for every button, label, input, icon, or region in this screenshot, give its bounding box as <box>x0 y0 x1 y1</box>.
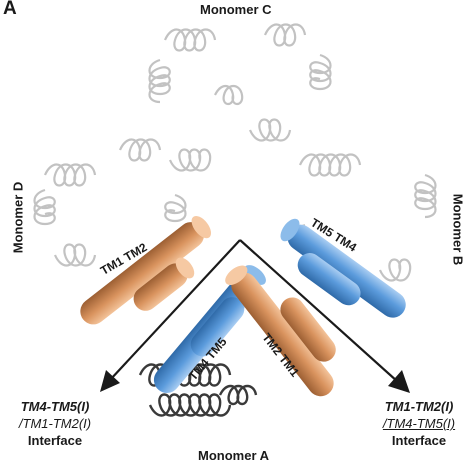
monomer-a-label: Monomer A <box>198 448 270 463</box>
monomer-d-coils <box>33 138 187 267</box>
left-interface-label: TM4-TM5(I) /TM1-TM2(I) Interface <box>0 398 110 449</box>
left-interface-line3: Interface <box>27 433 83 448</box>
left-arrowhead <box>100 370 120 392</box>
monomer-d-helices <box>80 215 212 325</box>
right-interface-label: TM1-TM2(I) /TM4-TM5(I) Interface <box>364 398 474 449</box>
left-arrow-line <box>109 239 241 381</box>
left-interface-line2: /TM1-TM2(I) <box>18 416 92 431</box>
panel-label: A <box>3 0 17 19</box>
right-arrow-line <box>239 239 399 383</box>
right-interface-line3: Interface <box>391 433 447 448</box>
right-arrowhead <box>388 370 410 393</box>
interface-arrows <box>109 239 399 383</box>
monomer-a-coils <box>138 363 258 417</box>
monomer-c-coils <box>148 23 332 172</box>
monomer-a-orange-helices <box>225 265 336 397</box>
left-interface-line1: TM4-TM5(I) <box>20 399 90 414</box>
right-interface-line2: /TM4-TM5(I) <box>382 416 456 431</box>
monomer-a-blue-helices <box>153 265 266 393</box>
monomer-c-label: Monomer C <box>200 2 272 17</box>
monomer-d-label: Monomer D <box>10 181 26 254</box>
monomer-b-helices <box>280 218 406 318</box>
right-interface-line1: TM1-TM2(I) <box>384 399 454 414</box>
monomer-b-label: Monomer B <box>450 193 466 266</box>
